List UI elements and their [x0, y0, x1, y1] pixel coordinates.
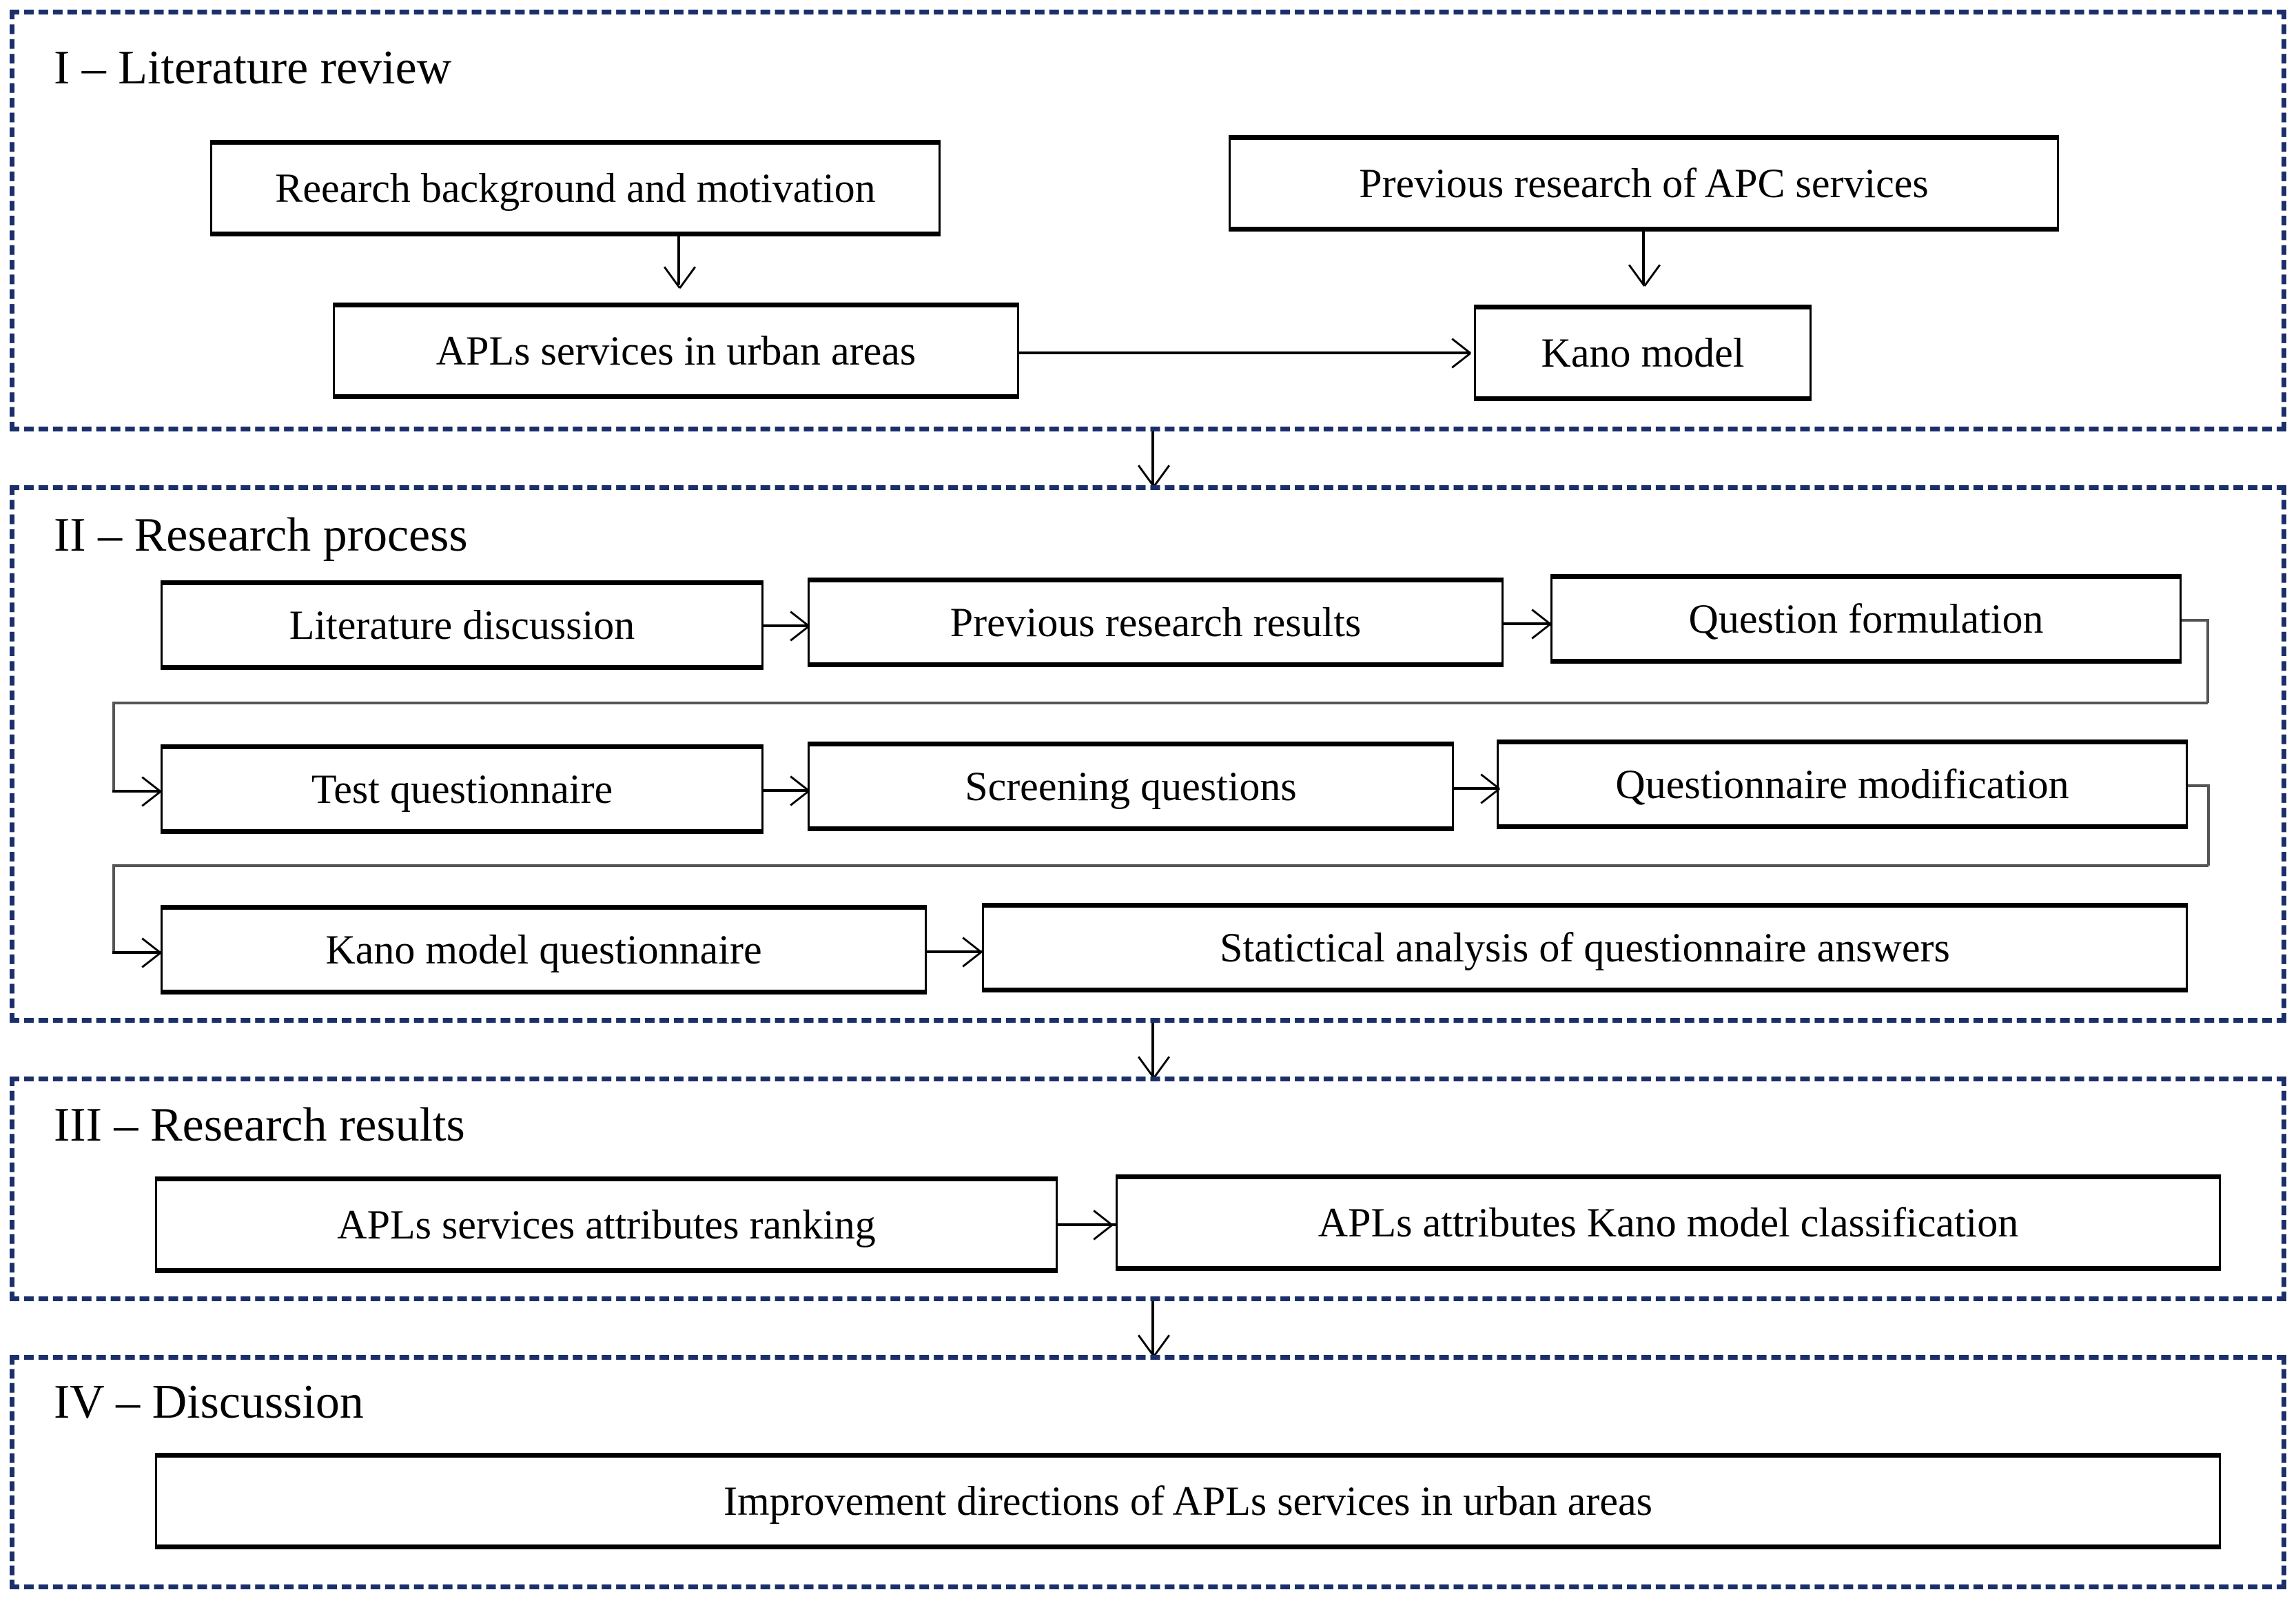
connector-apls-to-kano — [1019, 351, 1470, 354]
loopback1-top-segment — [2182, 619, 2208, 622]
box-test-questionnaire[interactable]: Test questionnaire — [161, 744, 763, 834]
connector-section1-to-section2 — [1151, 431, 1154, 485]
box-improvement-directions[interactable]: Improvement directions of APLs services … — [155, 1453, 2221, 1549]
box-literature-discussion[interactable]: Literature discussion — [161, 580, 763, 670]
connector-screening-to-modification — [1454, 787, 1497, 790]
connector-apc-to-kano — [1642, 232, 1645, 284]
connector-litdisc-to-prevres — [763, 624, 808, 627]
section-1-title: I – Literature review — [54, 41, 452, 94]
loopback2-right-vertical — [2207, 784, 2210, 866]
connector-section3-to-section4 — [1151, 1301, 1154, 1355]
section-3-title: III – Research results — [54, 1099, 465, 1152]
box-apls-services-urban[interactable]: APLs services in urban areas — [333, 303, 1019, 399]
loopback1-entry-segment — [112, 790, 161, 793]
loopback2-top-segment — [2188, 784, 2208, 787]
box-apls-attributes-ranking[interactable]: APLs services attributes ranking — [155, 1176, 1058, 1273]
loopback2-left-vertical — [112, 864, 115, 952]
connector-prevres-to-question — [1504, 622, 1550, 625]
box-research-background[interactable]: Reearch background and motivation — [210, 140, 941, 236]
loopback2-entry-segment — [112, 951, 161, 954]
box-screening-questions[interactable]: Screening questions — [808, 742, 1454, 831]
loopback1-bottom-segment — [112, 702, 2208, 704]
section-2-title: II – Research process — [54, 509, 468, 562]
loopback2-bottom-segment — [112, 864, 2208, 867]
section-literature-review — [10, 10, 2286, 431]
box-kano-model-questionnaire[interactable]: Kano model questionnaire — [161, 905, 927, 995]
connector-test-to-screening — [763, 789, 808, 792]
section-discussion — [10, 1355, 2286, 1589]
section-research-process — [10, 485, 2286, 1023]
connector-section2-to-section3 — [1151, 1023, 1154, 1077]
connector-ranking-to-classification — [1058, 1223, 1116, 1226]
box-previous-research-apc[interactable]: Previous research of APC services — [1229, 135, 2059, 232]
loopback1-right-vertical — [2206, 619, 2209, 703]
box-questionnaire-modification[interactable]: Questionnaire modification — [1497, 740, 2188, 829]
loopback1-left-vertical — [112, 702, 115, 791]
connector-background-to-apls — [677, 236, 680, 285]
section-research-results — [10, 1077, 2286, 1301]
section-4-title: IV – Discussion — [54, 1376, 364, 1429]
box-statistical-analysis[interactable]: Statictical analysis of questionnaire an… — [982, 903, 2188, 992]
box-apls-kano-classification[interactable]: APLs attributes Kano model classificatio… — [1116, 1174, 2221, 1271]
box-previous-research-results[interactable]: Previous research results — [808, 578, 1504, 667]
box-question-formulation[interactable]: Question formulation — [1550, 574, 2182, 664]
box-kano-model[interactable]: Kano model — [1474, 305, 1812, 401]
connector-kanoq-to-analysis — [927, 950, 982, 953]
